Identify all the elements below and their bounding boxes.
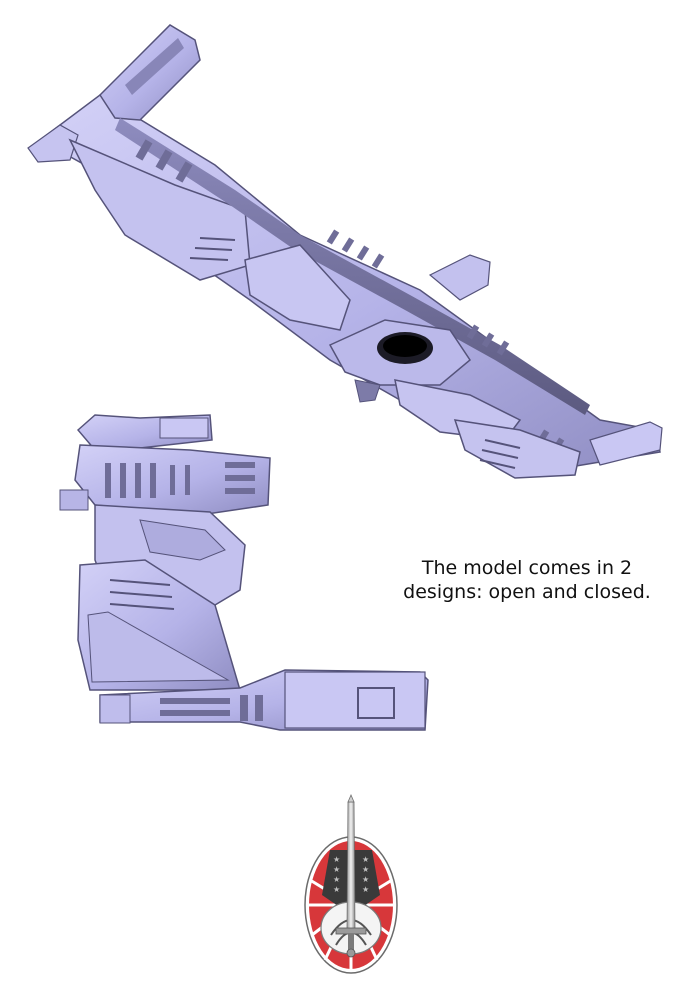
open-ship-render [27, 24, 663, 479]
caption-line-1: The model comes in 2 [421, 557, 633, 579]
svg-text:★: ★ [333, 855, 340, 864]
svg-text:★: ★ [362, 875, 369, 884]
svg-text:★: ★ [362, 865, 369, 874]
svg-text:★: ★ [333, 875, 340, 884]
caption-text: The model comes in 2 designs: open and c… [382, 556, 672, 604]
caption-line-2: designs: open and closed. [403, 581, 651, 603]
svg-text:★: ★ [333, 865, 340, 874]
svg-text:★: ★ [333, 885, 340, 894]
closed-ship-render [59, 414, 429, 731]
sword-shield-emblem: ★★ ★★ ★★ ★★ [304, 793, 398, 974]
svg-text:★: ★ [362, 885, 369, 894]
svg-text:★: ★ [362, 855, 369, 864]
